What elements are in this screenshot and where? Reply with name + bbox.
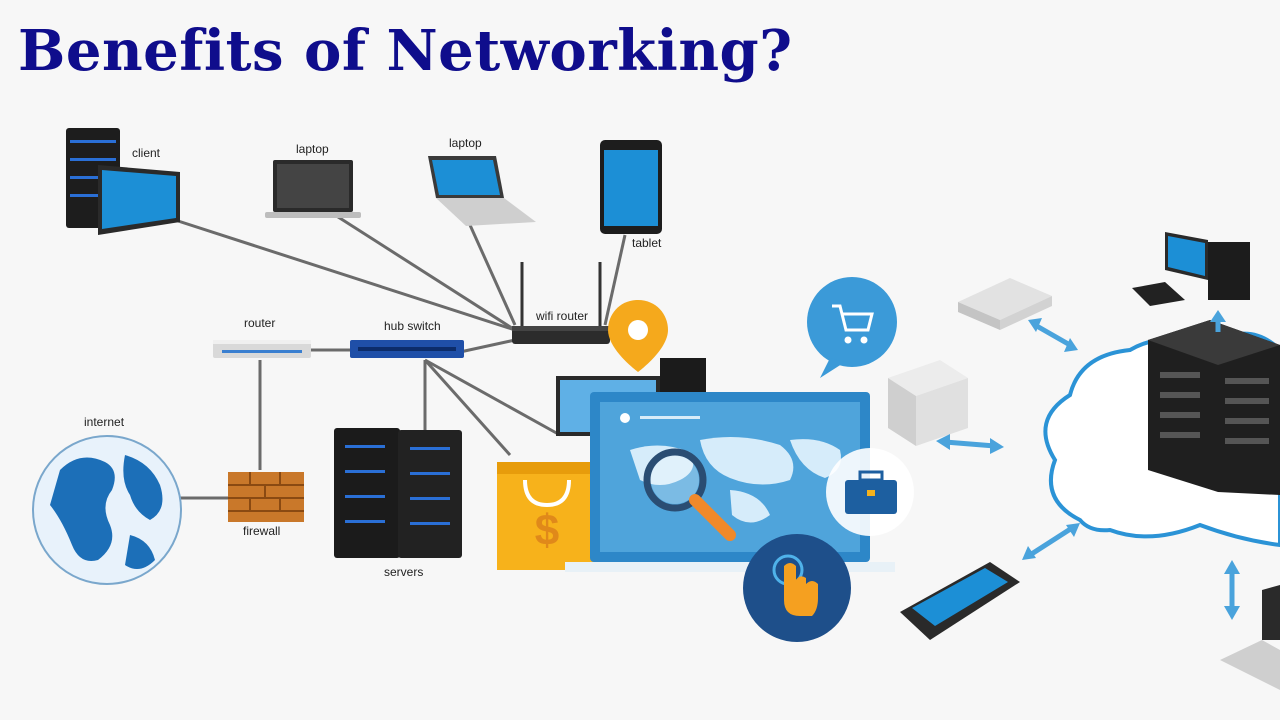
laptop-icon bbox=[428, 156, 536, 226]
network-cables bbox=[174, 213, 627, 500]
desktop-computer-icon bbox=[1132, 232, 1250, 306]
globe-icon bbox=[32, 435, 182, 585]
world-map-screen bbox=[565, 392, 895, 572]
access-point-icon bbox=[958, 278, 1052, 330]
servers-label: servers bbox=[384, 565, 423, 579]
touch-hand-icon bbox=[743, 534, 851, 642]
tablet-icon bbox=[600, 140, 662, 234]
laptop-label-2: laptop bbox=[449, 136, 482, 150]
servers-icon bbox=[334, 428, 462, 558]
access-point-icon bbox=[888, 360, 968, 446]
connection-arrows bbox=[936, 310, 1240, 620]
firewall-label: firewall bbox=[243, 524, 280, 538]
hub-switch-label: hub switch bbox=[384, 319, 441, 333]
client-computer-icon bbox=[66, 128, 180, 235]
laptop-label-1: laptop bbox=[296, 142, 329, 156]
hub-switch-icon bbox=[350, 340, 464, 358]
tablet-label: tablet bbox=[632, 236, 662, 250]
location-pin-icon bbox=[608, 300, 668, 372]
svg-text:$: $ bbox=[535, 506, 559, 555]
dollar-bag-icon: $ bbox=[497, 462, 597, 570]
laptop-icon bbox=[265, 160, 361, 218]
wifi-router-icon bbox=[512, 262, 610, 344]
smartphone-icon bbox=[900, 562, 1020, 640]
magnifier-icon bbox=[643, 448, 736, 541]
router-label: router bbox=[244, 316, 275, 330]
wifi-router-label: wifi router bbox=[535, 309, 588, 323]
router-icon bbox=[213, 340, 311, 358]
server-rack-icon bbox=[1148, 320, 1280, 495]
firewall-icon bbox=[228, 472, 304, 522]
laptop-icon bbox=[1220, 585, 1280, 690]
client-label: client bbox=[132, 146, 161, 160]
briefcase-icon bbox=[826, 448, 914, 536]
internet-label: internet bbox=[84, 415, 125, 429]
page-title: Benefits of Networking? bbox=[18, 18, 793, 84]
shopping-cart-icon bbox=[807, 277, 897, 378]
